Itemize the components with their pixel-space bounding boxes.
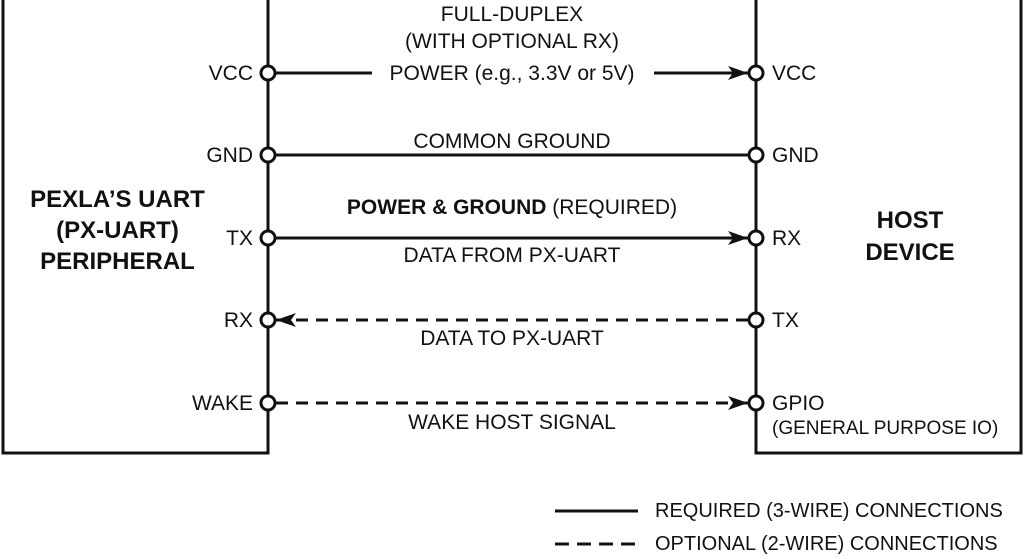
left-device-title-3: PERIPHERAL <box>40 248 195 275</box>
right-pin-tx-terminal <box>747 311 765 329</box>
right-device-title-2: DEVICE <box>865 239 955 266</box>
connection-label-data-to: DATA TO PX-UART <box>420 327 604 350</box>
right-pin-vcc-label: VCC <box>772 62 817 85</box>
left-pin-gnd-terminal <box>259 146 277 164</box>
right-pin-tx-label: TX <box>772 309 799 332</box>
connection-label-data-from: DATA FROM PX-UART <box>403 244 621 267</box>
right-pin-gnd-label: GND <box>772 144 819 167</box>
header-line-1: FULL-DUPLEX <box>440 3 584 26</box>
right-pin-gpio-label: GPIO <box>772 392 825 415</box>
left-pin-tx-label: TX <box>226 227 253 250</box>
left-pin-rx-label: RX <box>223 309 253 332</box>
right-pin-gpio-terminal <box>747 394 765 412</box>
left-device-box <box>1 0 270 455</box>
legend-solid-label: REQUIRED (3-WIRE) CONNECTIONS <box>655 500 1003 522</box>
connection-label-ground: COMMON GROUND <box>413 130 611 153</box>
left-pin-vcc-label: VCC <box>208 62 253 85</box>
left-pin-tx-terminal <box>259 229 277 247</box>
right-pin-rx-label: RX <box>772 227 802 250</box>
section-note-bold: POWER & GROUND <box>346 196 547 219</box>
header-line-2: (WITH OPTIONAL RX) <box>405 30 619 53</box>
connection-label-power: POWER (e.g., 3.3V or 5V) <box>389 62 635 85</box>
right-pin-rx-terminal <box>747 229 765 247</box>
left-pin-rx-terminal <box>259 311 277 329</box>
left-pin-wake-terminal <box>259 394 277 412</box>
left-pin-gnd-label: GND <box>206 144 253 167</box>
right-device-box <box>754 0 1023 455</box>
section-note-normal: (REQUIRED) <box>546 196 678 219</box>
left-device-title-1: PEXLA’S UART <box>30 186 205 213</box>
right-pin-vcc-terminal <box>747 64 765 82</box>
legend-dashed-label: OPTIONAL (2-WIRE) CONNECTIONS <box>655 533 998 555</box>
right-pin-gnd-terminal <box>747 146 765 164</box>
right-pin-gpio-note: (GENERAL PURPOSE IO) <box>772 418 999 439</box>
section-note: POWER & GROUND (REQUIRED) <box>312 197 712 218</box>
right-device-title-1: HOST <box>876 207 944 234</box>
left-pin-wake-label: WAKE <box>191 392 253 415</box>
connection-label-wake: WAKE HOST SIGNAL <box>408 411 616 434</box>
left-device-title-2: (PX-UART) <box>56 217 179 244</box>
left-pin-vcc-terminal <box>259 64 277 82</box>
